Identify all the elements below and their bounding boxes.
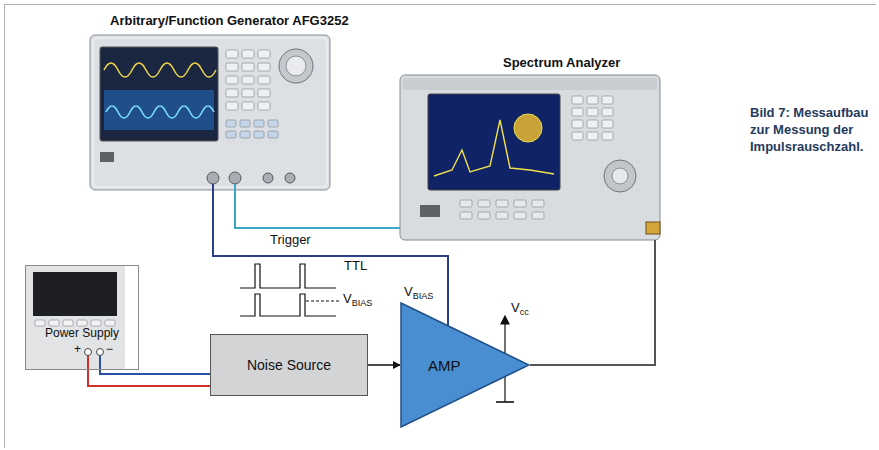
output-cable bbox=[530, 240, 655, 365]
terminal-sign: + bbox=[74, 342, 81, 356]
button bbox=[242, 76, 254, 84]
frame bbox=[5, 5, 877, 449]
button bbox=[63, 320, 73, 326]
button bbox=[268, 131, 278, 138]
button bbox=[49, 320, 59, 326]
pin-name: VBIAS bbox=[404, 284, 433, 301]
power-supply-body bbox=[25, 265, 125, 370]
button bbox=[242, 102, 254, 110]
button bbox=[602, 132, 613, 140]
button bbox=[91, 320, 101, 326]
button bbox=[254, 120, 264, 127]
button bbox=[268, 120, 278, 127]
node-label: AMP bbox=[428, 357, 461, 374]
button bbox=[460, 200, 472, 207]
supply-wire-plus bbox=[88, 370, 210, 386]
button bbox=[572, 108, 583, 116]
amp-triangle: AMP bbox=[400, 302, 530, 428]
button bbox=[226, 120, 236, 127]
connector-label: Trigger bbox=[268, 232, 313, 247]
button-grid bbox=[226, 50, 278, 138]
signal-arrow bbox=[368, 364, 400, 366]
button-grid bbox=[35, 320, 115, 326]
button bbox=[587, 108, 598, 116]
button bbox=[240, 120, 250, 127]
button bbox=[532, 212, 544, 219]
button bbox=[226, 63, 238, 71]
supply-wire-minus bbox=[100, 370, 210, 374]
generator-device bbox=[90, 35, 330, 190]
trigger-cable bbox=[235, 190, 400, 228]
amp-fill bbox=[401, 303, 529, 427]
button bbox=[258, 63, 270, 71]
node-label: Power Supply bbox=[26, 326, 138, 340]
button bbox=[572, 132, 583, 140]
button bbox=[105, 320, 115, 326]
bias-cable bbox=[213, 190, 448, 325]
button bbox=[478, 200, 490, 207]
button bbox=[226, 131, 236, 138]
button bbox=[226, 102, 238, 110]
button bbox=[478, 212, 490, 219]
button bbox=[514, 200, 526, 207]
device-heading: Spectrum Analyzer bbox=[503, 55, 620, 70]
amp-outline bbox=[400, 302, 530, 428]
pulse-waveforms bbox=[240, 264, 340, 316]
button bbox=[226, 76, 238, 84]
button-grid bbox=[460, 96, 613, 219]
button bbox=[240, 131, 250, 138]
analyzer-device bbox=[400, 75, 660, 240]
button bbox=[587, 132, 598, 140]
button bbox=[572, 96, 583, 104]
button bbox=[258, 102, 270, 110]
figure-caption: Bild 7: Messaufbau zur Messung der Impul… bbox=[750, 104, 874, 155]
button bbox=[602, 108, 613, 116]
button bbox=[587, 96, 598, 104]
analyzer-box: Spectrum Analyzer bbox=[400, 75, 660, 240]
button bbox=[254, 131, 264, 138]
button bbox=[602, 96, 613, 104]
signal-name: VBIAS bbox=[343, 291, 372, 308]
pin-name: Vcc bbox=[511, 300, 529, 317]
button bbox=[242, 89, 254, 97]
button bbox=[602, 120, 613, 128]
button bbox=[242, 63, 254, 71]
button bbox=[496, 212, 508, 219]
button bbox=[226, 50, 238, 58]
button bbox=[587, 120, 598, 128]
power-supply-box: Power Supply bbox=[25, 265, 139, 370]
generator-box: Arbitrary/Function Generator AFG3252 bbox=[90, 35, 330, 190]
button bbox=[226, 89, 238, 97]
button bbox=[258, 89, 270, 97]
button bbox=[258, 50, 270, 58]
button bbox=[572, 120, 583, 128]
button bbox=[460, 212, 472, 219]
button bbox=[77, 320, 87, 326]
signal-name: TTL bbox=[344, 258, 367, 273]
noise-source-box: Noise Source bbox=[210, 334, 368, 396]
button bbox=[532, 200, 544, 207]
node-label: Noise Source bbox=[247, 357, 331, 373]
button bbox=[242, 50, 254, 58]
button bbox=[514, 212, 526, 219]
terminal-sign: − bbox=[106, 342, 113, 356]
button bbox=[496, 200, 508, 207]
button bbox=[258, 76, 270, 84]
button bbox=[35, 320, 45, 326]
device-heading: Arbitrary/Function Generator AFG3252 bbox=[110, 13, 349, 28]
